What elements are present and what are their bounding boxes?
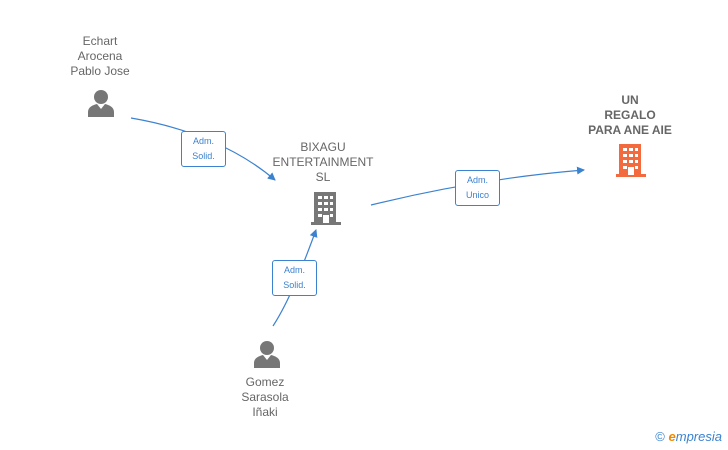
edge-label-gomez-bixagu[interactable]: Adm. Solid. xyxy=(272,260,317,296)
edge-label-echart-bixagu[interactable]: Adm. Solid. xyxy=(181,131,226,167)
brand-logo-text: mpresia xyxy=(675,429,722,444)
building-icon[interactable] xyxy=(614,142,648,178)
person-icon[interactable] xyxy=(86,88,116,118)
brand-logo-e: e xyxy=(668,429,676,444)
person-icon[interactable] xyxy=(252,339,282,369)
node-label-gomez[interactable]: Gomez Sarasola Iñaki xyxy=(241,375,289,419)
node-label-regalo[interactable]: UN REGALO PARA ANE AIE xyxy=(588,93,672,137)
node-label-echart[interactable]: Echart Arocena Pablo Jose xyxy=(70,34,130,78)
copyright-symbol: © xyxy=(655,429,665,444)
building-icon[interactable] xyxy=(310,190,342,226)
empresia-watermark: © empresia xyxy=(655,429,722,444)
node-label-bixagu[interactable]: BIXAGU ENTERTAINMENT SL xyxy=(272,140,374,184)
edge-label-bixagu-regalo[interactable]: Adm. Unico xyxy=(455,170,500,206)
